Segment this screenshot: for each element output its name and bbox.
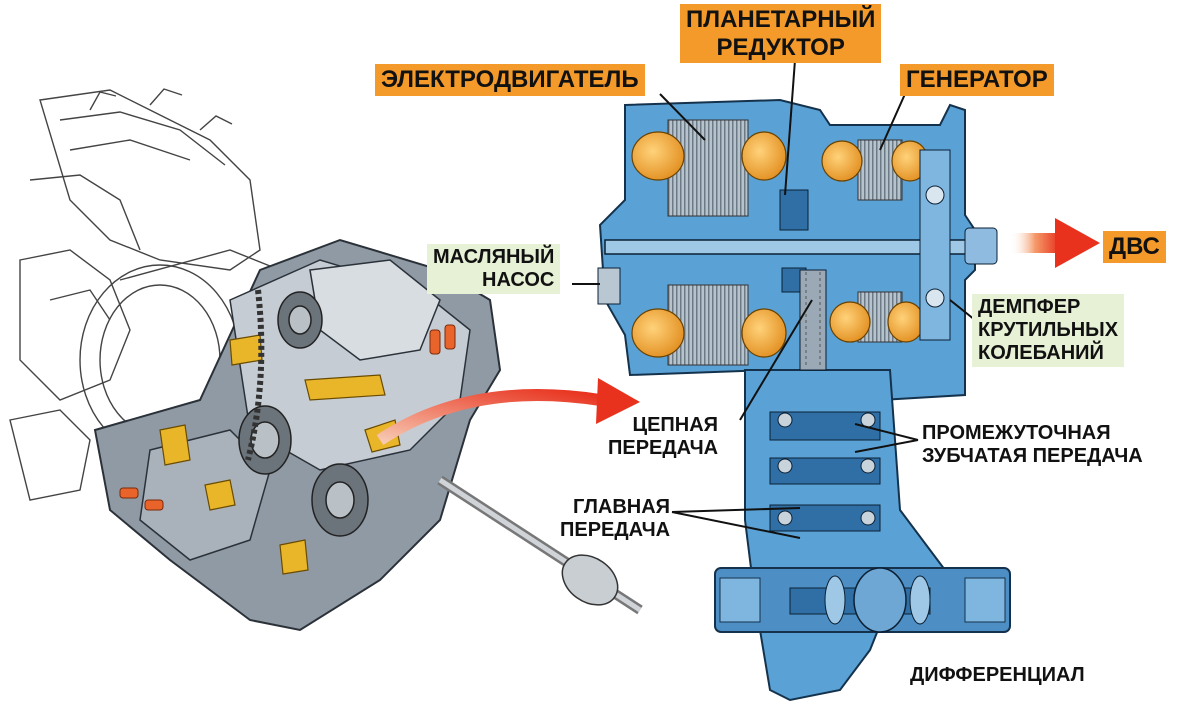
label-intermediate-gear: ПРОМЕЖУТОЧНАЯ ЗУБЧАТАЯ ПЕРЕДАЧА <box>922 422 1143 467</box>
ice-arrow-body <box>1010 233 1060 253</box>
cross-section <box>597 98 1011 702</box>
label-differential: ДИФФЕРЕНЦИАЛ <box>910 664 1085 686</box>
label-generator: ГЕНЕРАТОР <box>900 64 1054 96</box>
label-chain-drive: ЦЕПНАЯ ПЕРЕДАЧА <box>608 414 719 459</box>
pointer-arrow <box>376 389 601 445</box>
label-ice: ДВС <box>1103 231 1166 263</box>
label-electric-motor: ЭЛЕКТРОДВИГАТЕЛЬ <box>375 64 645 96</box>
transaxle-cutaway <box>93 238 643 632</box>
ice-arrow-head <box>1055 218 1100 268</box>
label-planetary-gearset: ПЛАНЕТАРНЫЙ РЕДУКТОР <box>680 4 882 64</box>
label-final-drive: ГЛАВНАЯ ПЕРЕДАЧА <box>560 496 671 541</box>
leader-lines <box>572 59 976 539</box>
label-torsional-damper: ДЕМПФЕР КРУТИЛЬНЫХ КОЛЕБАНИЙ <box>972 294 1125 367</box>
label-oil-pump: МАСЛЯНЫЙ НАСОС <box>427 244 561 294</box>
